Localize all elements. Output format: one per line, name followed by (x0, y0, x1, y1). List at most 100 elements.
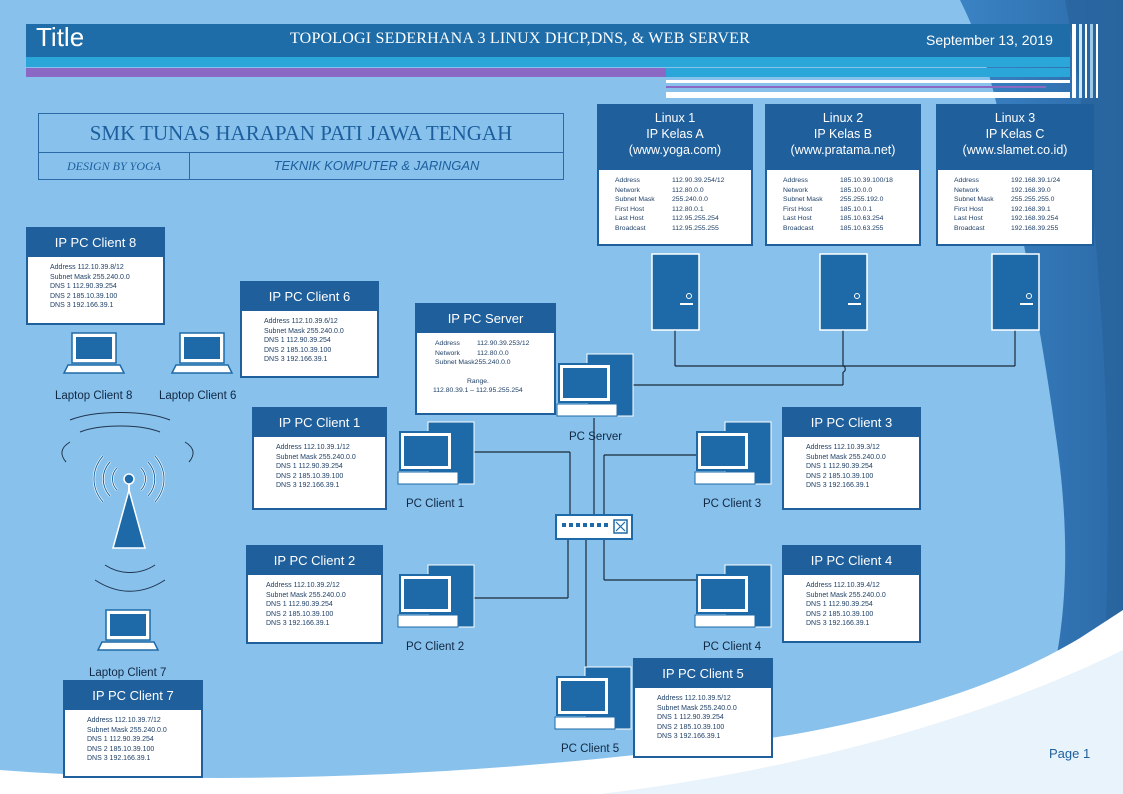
header-band (26, 24, 1070, 57)
field-value: 185.10.63.255 (840, 224, 884, 232)
wifi-waves-top (61, 412, 194, 463)
header-purple-line (666, 86, 1046, 88)
client-dns-3: DNS 3 192.166.39.1 (657, 733, 721, 741)
client-card-title: IP PC Client 2 (248, 547, 381, 575)
server-class: IP Kelas B (813, 127, 873, 141)
client-subnet: Subnet Mask 255.240.0.0 (657, 704, 737, 712)
background-wave-bottom-tint (600, 650, 1123, 794)
background-swoosh-right-dark (1065, 0, 1123, 794)
server-tower-icon (651, 253, 700, 331)
field-value: 112.90.39.253/12 (477, 340, 530, 347)
laptop-client-8-label: Laptop Client 8 (55, 390, 133, 402)
field-value: 185.10.0.1 (840, 205, 873, 213)
client-subnet: Subnet Mask 255.240.0.0 (276, 453, 356, 461)
client-card-title: IP PC Client 3 (784, 409, 919, 437)
server-domain: (www.yoga.com) (628, 143, 722, 157)
field-label: Network (783, 186, 808, 194)
field-value: 185.10.63.254 (840, 215, 884, 223)
client-dns-3: DNS 3 192.166.39.1 (264, 356, 328, 364)
client-dns-1: DNS 1 112.90.39.254 (50, 283, 117, 291)
client-address: Address 112.10.39.3/12 (806, 444, 880, 451)
field-value: 185.10.0.0 (840, 186, 873, 194)
client-dns-1: DNS 1 112.90.39.254 (87, 736, 154, 744)
linux-server-card-1: Linux 1 IP Kelas A (www.yoga.com) Addres… (597, 104, 753, 246)
field-label: Subnet Mask (435, 359, 475, 367)
field-value: 112.80.0.1 (672, 205, 704, 213)
field-value: 255.255.192.0 (840, 196, 884, 204)
client-card-body: Address 112.10.39.4/12 Subnet Mask 255.2… (784, 575, 919, 629)
field-label: Address (615, 177, 640, 184)
topology-title: TOPOLOGI SEDERHANA 3 LINUX DHCP,DNS, & W… (290, 30, 750, 47)
field-label: Address (783, 177, 808, 184)
client-card-title: IP PC Client 5 (635, 660, 771, 688)
linux-server-card-2: Linux 2 IP Kelas B (www.pratama.net) Add… (765, 104, 921, 246)
client-dns-1: DNS 1 112.90.39.254 (657, 714, 724, 722)
client-dns-3: DNS 3 192.166.39.1 (806, 620, 870, 628)
client-dns-1: DNS 1 112.90.39.254 (806, 601, 873, 609)
server-name: Linux 3 (994, 111, 1036, 125)
field-value: 192.168.39.1/24 (1011, 177, 1061, 184)
field-label: Network (954, 186, 979, 194)
client-address: Address 112.10.39.8/12 (50, 264, 124, 271)
client-dns-2: DNS 2 185.10.39.100 (266, 610, 334, 618)
pc-server-label: PC Server (569, 431, 623, 443)
server-domain: (www.slamet.co.id) (962, 143, 1068, 157)
client-dns-2: DNS 2 185.10.39.100 (276, 472, 344, 480)
client-card-7: IP PC Client 7 Address 112.10.39.7/12 Su… (63, 680, 203, 778)
range-label: Range. (467, 377, 489, 385)
client-subnet: Subnet Mask 255.240.0.0 (50, 273, 130, 281)
linux-server-card-header: Linux 2 IP Kelas B (www.pratama.net) (767, 106, 919, 170)
desktop-pc-icon (694, 421, 772, 485)
client-dns-1: DNS 1 112.90.39.254 (264, 337, 331, 345)
client-card-5: IP PC Client 5 Address 112.10.39.5/12 Su… (633, 658, 773, 758)
field-value: 112.95.255.254 (672, 215, 719, 223)
client-dns-3: DNS 3 192.166.39.1 (266, 620, 330, 628)
pc-client-2-label: PC Client 2 (406, 641, 465, 653)
header-accent-bar (26, 57, 1070, 67)
client-dns-2: DNS 2 185.10.39.100 (264, 346, 332, 354)
field-label: First Host (954, 205, 984, 213)
laptop-client-7-label: Laptop Client 7 (89, 667, 167, 679)
client-card-body: Address 112.10.39.2/12 Subnet Mask 255.2… (248, 575, 381, 629)
client-dns-3: DNS 3 192.166.39.1 (806, 482, 870, 490)
linux-server-card-3: Linux 3 IP Kelas C (www.slamet.co.id) Ad… (936, 104, 1094, 246)
client-dns-2: DNS 2 185.10.39.100 (806, 472, 874, 480)
field-label: Address (435, 340, 460, 347)
field-value: 192.168.39.254 (1011, 215, 1059, 223)
field-label: Broadcast (783, 224, 814, 232)
client-card-body: Address 112.10.39.3/12 Subnet Mask 255.2… (784, 437, 919, 491)
field-label: Network (435, 349, 460, 357)
client-card-2: IP PC Client 2 Address 112.10.39.2/12 Su… (246, 545, 383, 644)
client-card-body: Address 112.10.39.1/12 Subnet Mask 255.2… (254, 437, 385, 491)
field-label: Broadcast (615, 224, 646, 232)
server-domain: (www.pratama.net) (790, 143, 896, 157)
client-subnet: Subnet Mask 255.240.0.0 (87, 726, 167, 734)
field-value: 185.10.39.100/18 (840, 177, 893, 184)
field-value: 192.168.39.0 (1011, 186, 1051, 194)
laptop-icon (62, 332, 126, 374)
range-value: 112.80.39.1 – 112.95.255.254 (433, 387, 523, 395)
field-value: 255.240.0.0 (474, 359, 511, 367)
network-links (472, 330, 1016, 680)
client-subnet: Subnet Mask 255.240.0.0 (266, 591, 346, 599)
field-label: Address (954, 177, 979, 184)
desktop-pc-icon (556, 353, 634, 417)
linux-server-card-body: Address 192.168.39.1/24 Network 192.168.39… (938, 170, 1092, 234)
client-address: Address 112.10.39.6/12 (264, 318, 338, 325)
field-value: 112.80.0.0 (672, 186, 704, 194)
desktop-pc-icon (554, 666, 632, 730)
pc-client-3-label: PC Client 3 (703, 498, 762, 510)
laptop-client-6-label: Laptop Client 6 (159, 390, 237, 402)
client-card-4: IP PC Client 4 Address 112.10.39.4/12 Su… (782, 545, 921, 643)
field-value: 112.95.255.255 (672, 224, 719, 232)
server-class: IP Kelas A (646, 127, 704, 141)
client-subnet: Subnet Mask 255.240.0.0 (264, 327, 344, 335)
client-dns-3: DNS 3 192.166.39.1 (87, 755, 151, 763)
server-tower-icon (991, 253, 1040, 331)
client-subnet: Subnet Mask 255.240.0.0 (806, 591, 886, 599)
client-card-body: Address 112.10.39.6/12 Subnet Mask 255.2… (242, 311, 377, 365)
desktop-pc-icon (694, 564, 772, 628)
header-accent-bar-2 (666, 68, 1070, 77)
